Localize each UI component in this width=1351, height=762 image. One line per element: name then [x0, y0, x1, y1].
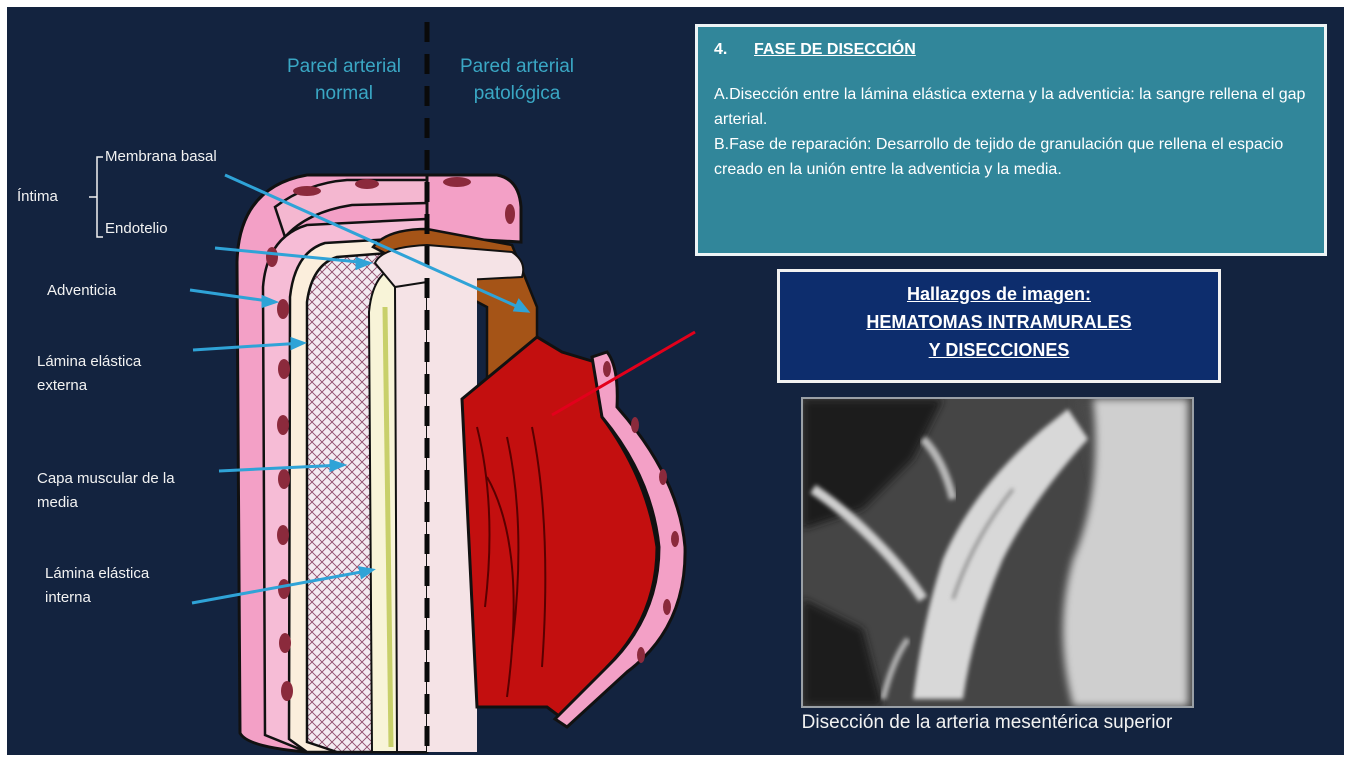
findings-line3: Y DISECCIONES	[780, 336, 1218, 364]
info-number: 4.	[714, 37, 754, 62]
slide: Pared arterial normal Pared arterial pat…	[7, 7, 1344, 755]
label-membrana-basal: Membrana basal	[105, 145, 217, 169]
header-normal: Pared arterial normal	[269, 53, 419, 107]
label-lamina-externa: Lámina elástica externa	[37, 350, 167, 398]
ct-image-drawing	[803, 399, 1192, 706]
info-title-row: 4.FASE DE DISECCIÓN	[714, 37, 1308, 62]
intima-brace	[89, 157, 103, 237]
header-pathologic: Pared arterial patológica	[437, 53, 597, 107]
label-intima: Íntima	[17, 185, 58, 209]
info-paragraph-b: B.Fase de reparación: Desarrollo de teji…	[714, 132, 1308, 182]
findings-line1: Hallazgos de imagen:	[780, 280, 1218, 308]
info-title: FASE DE DISECCIÓN	[754, 41, 916, 58]
lumen-wall	[395, 271, 427, 752]
ct-caption: Disección de la arteria mesentérica supe…	[747, 712, 1227, 734]
info-box: 4.FASE DE DISECCIÓN A.Disección entre la…	[695, 24, 1327, 256]
ct-image	[801, 397, 1194, 708]
label-lamina-interna: Lámina elástica interna	[45, 562, 175, 610]
info-paragraph-a: A.Disección entre la lámina elástica ext…	[714, 82, 1308, 132]
label-adventicia: Adventicia	[47, 279, 116, 303]
label-endotelio: Endotelio	[105, 217, 168, 241]
label-capa-muscular: Capa muscular de la media	[37, 467, 207, 515]
findings-line2: HEMATOMAS INTRAMURALES	[780, 308, 1218, 336]
findings-box: Hallazgos de imagen: HEMATOMAS INTRAMURA…	[777, 269, 1221, 383]
